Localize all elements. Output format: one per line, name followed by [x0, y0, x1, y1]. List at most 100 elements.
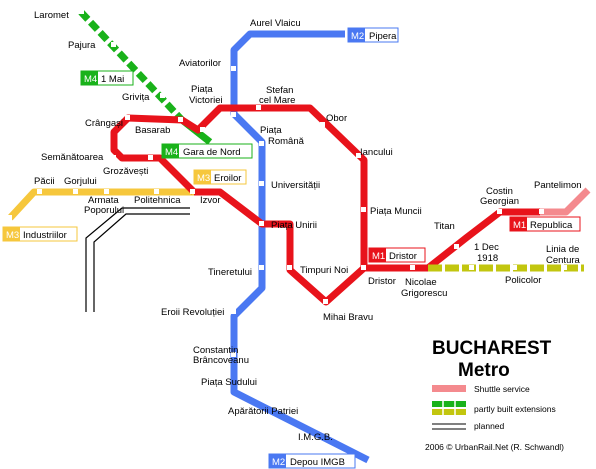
station-label-basarab: Basarab [135, 125, 170, 136]
station-marker [259, 141, 264, 146]
station-marker [323, 299, 328, 304]
station-label-pacii: Păcii [34, 176, 55, 187]
station-label-gorjului: Gorjului [64, 176, 97, 187]
m4-line-extension [78, 9, 185, 123]
station-label-constantin-brancoveanu-1: Constantin [193, 345, 238, 356]
line-tag-terminus: Gara de Nord [183, 147, 241, 158]
station-marker [314, 407, 319, 412]
station-label-timpuri-noi: Timpuri Noi [300, 265, 348, 276]
station-label-grivita: Grivița [122, 92, 150, 103]
station-marker [287, 265, 292, 270]
station-markers [7, 9, 567, 433]
line-tag-terminus: Industriilor [23, 230, 67, 241]
station-label-piata-unirii: Piața Unirii [271, 220, 317, 231]
line-tag-terminus: 1 Mai [101, 74, 124, 85]
station-label-1-dec-1918-2: 1918 [477, 253, 498, 264]
station-marker [73, 189, 78, 194]
station-label-costin-georgian-1: Costin [486, 186, 513, 197]
station-marker [338, 428, 343, 433]
station-label-eroii-revolutiei: Eroii Revoluției [161, 307, 224, 318]
station-label-piata-victoriei-1: Piața [191, 84, 213, 95]
station-label-costin-georgian-2: Georgian [480, 196, 519, 207]
station-label-titan: Titan [434, 221, 455, 232]
station-label-pantelimon: Pantelimon [534, 180, 582, 191]
station-label-armata-poporului-2: Poporului [84, 205, 124, 216]
station-marker [231, 112, 236, 117]
line-tag-terminus: Dristor [389, 251, 417, 262]
station-labels: Laromet Pajura Grivița Aurel Vlaicu Avia… [34, 10, 582, 443]
station-label-grozavesti: Grozăvești [103, 166, 148, 177]
m1-line [110, 104, 550, 306]
station-marker [259, 181, 264, 186]
line-tag-m2-pipera: M2 Pipera [347, 27, 399, 43]
station-label-obor: Obor [326, 113, 347, 124]
line-tag-terminus: Pipera [369, 31, 397, 42]
station-marker [231, 66, 236, 71]
legend-swatch-shuttle [432, 385, 466, 392]
line-tag-code: M1 [513, 220, 526, 231]
station-marker [37, 189, 42, 194]
station-marker [190, 189, 195, 194]
station-label-aurel-vlaicu: Aurel Vlaicu [250, 18, 301, 29]
station-label-linia-de-centura-1: Linia de [546, 244, 579, 255]
station-label-dristor: Dristor [368, 276, 396, 287]
station-marker [160, 93, 165, 98]
line-tag-m4-garadenord: M4 Gara de Nord [161, 143, 253, 159]
station-label-armata-poporului-1: Armata [88, 195, 119, 206]
station-label-politehnica: Politehnica [134, 195, 181, 206]
station-label-piata-sudului: Piața Sudului [201, 377, 257, 388]
line-tag-code: M4 [84, 74, 97, 85]
line-tags: M2 Pipera M4 1 Mai M4 Gara de Nord M3 Er… [2, 27, 581, 469]
station-label-crangasi: Crângași [85, 118, 123, 129]
station-label-nicolae-grigorescu-1: Nicolae [405, 277, 437, 288]
line-tag-m2-depouimgb: M2 Depou IMGB [268, 453, 356, 469]
legend-label-shuttle: Shuttle service [474, 384, 530, 394]
station-marker [562, 265, 567, 270]
station-label-nicolae-grigorescu-2: Grigorescu [401, 288, 447, 299]
station-marker [497, 209, 502, 214]
station-marker [277, 374, 282, 379]
station-marker [361, 265, 366, 270]
line-tag-terminus: Republica [530, 220, 573, 231]
station-label-linia-de-centura-2: Centura [546, 255, 581, 266]
station-label-imgb: I.M.G.B. [298, 432, 333, 443]
credit-text: 2006 © UrbanRail.Net (R. Schwandl) [425, 442, 564, 452]
m3-line [7, 188, 194, 221]
legend: Shuttle service partly built extensions … [432, 384, 556, 431]
station-marker [111, 155, 116, 160]
station-label-piata-romana-2: Română [268, 136, 305, 147]
legend-label-planned: planned [474, 421, 505, 431]
title-line-1: BUCHAREST [432, 338, 552, 359]
station-marker [469, 265, 474, 270]
station-label-izvor: Izvor [200, 195, 221, 206]
station-marker [79, 9, 84, 14]
station-marker [111, 42, 116, 47]
line-tag-m3-eroilor: M3 Eroilor [193, 169, 247, 185]
station-label-policolor: Policolor [505, 275, 541, 286]
station-label-universitatii: Universității [271, 180, 320, 191]
station-marker [410, 265, 415, 270]
title-line-2: Metro [458, 360, 510, 381]
station-marker [454, 244, 459, 249]
station-label-pajura: Pajura [68, 40, 96, 51]
station-label-iancului: Iancului [360, 147, 393, 158]
station-marker [256, 105, 261, 110]
station-marker [231, 309, 236, 314]
line-tag-code: M3 [197, 173, 210, 184]
line-tag-m3-industriilor: M3 Industriilor [2, 226, 78, 242]
station-marker [539, 209, 544, 214]
station-marker [356, 153, 361, 158]
station-marker [125, 115, 130, 120]
station-label-constantin-brancoveanu-2: Brâncoveanu [193, 355, 249, 366]
line-tag-code: M2 [272, 457, 285, 468]
station-marker [148, 155, 153, 160]
line-tag-terminus: Depou IMGB [290, 457, 345, 468]
station-marker [7, 215, 12, 220]
station-label-aparatorii-patriei: Apărătorii Patriei [228, 406, 298, 417]
station-marker [320, 122, 325, 127]
legend-label-partly: partly built extensions [474, 404, 556, 414]
planned-line [85, 207, 190, 312]
station-marker [259, 221, 264, 226]
station-label-aviatorilor: Aviatorilor [179, 58, 221, 69]
